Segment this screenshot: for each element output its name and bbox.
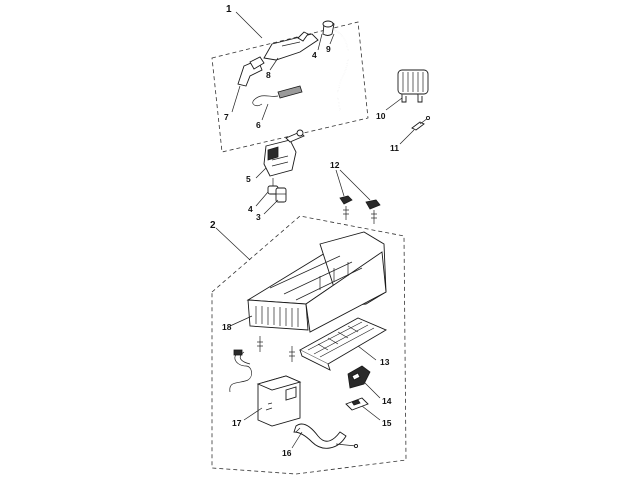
part-11-clip <box>411 115 431 131</box>
callout-6: 6 <box>256 120 261 130</box>
callout-10: 10 <box>376 111 386 121</box>
part-17-control-module <box>256 375 302 427</box>
part-16-fill-tube <box>293 423 359 449</box>
callout-15: 15 <box>382 418 392 428</box>
callout-11: 11 <box>390 143 399 153</box>
callout-7: 7 <box>224 112 229 122</box>
callout-9: 9 <box>326 44 331 54</box>
assembly-1-boundary <box>211 21 369 153</box>
callout-17: 17 <box>232 418 242 428</box>
part-12-bracket-right <box>365 199 381 224</box>
part-13-mold-tray <box>299 317 387 371</box>
part-8-fill-cup <box>263 31 319 61</box>
part-6-harness <box>252 85 303 106</box>
vent-slots <box>255 306 299 327</box>
part-9-water-tube <box>333 29 349 111</box>
callout-12: 12 <box>330 160 340 170</box>
callout-8: 8 <box>266 70 271 80</box>
callout-16: 16 <box>282 448 292 458</box>
part-4-fitting <box>322 20 335 36</box>
leader-lines <box>215 11 415 449</box>
part-4-lower-fitting <box>267 178 279 195</box>
part-15-clip <box>345 397 369 411</box>
part-17-harness-wire <box>229 349 252 393</box>
part-12-bracket-left <box>339 195 353 220</box>
callout-labels: 1 2 4 9 8 7 6 10 11 12 5 4 3 18 13 14 15… <box>210 4 399 458</box>
callout-1: 1 <box>226 4 232 15</box>
part-5-valve <box>263 129 305 177</box>
part-18-icemaker-body <box>246 231 387 333</box>
callout-18: 18 <box>222 322 232 332</box>
body-screws <box>257 336 295 362</box>
callout-3: 3 <box>256 212 261 222</box>
callout-5: 5 <box>246 174 251 184</box>
callout-14: 14 <box>382 396 392 406</box>
part-3-grommet <box>275 187 287 203</box>
callout-4-upper: 4 <box>312 50 317 60</box>
callout-13: 13 <box>380 357 390 367</box>
callout-4-lower: 4 <box>248 204 253 214</box>
callout-2: 2 <box>210 220 216 231</box>
part-10-grille <box>397 69 429 103</box>
part-7-elbow-hose <box>237 56 265 87</box>
